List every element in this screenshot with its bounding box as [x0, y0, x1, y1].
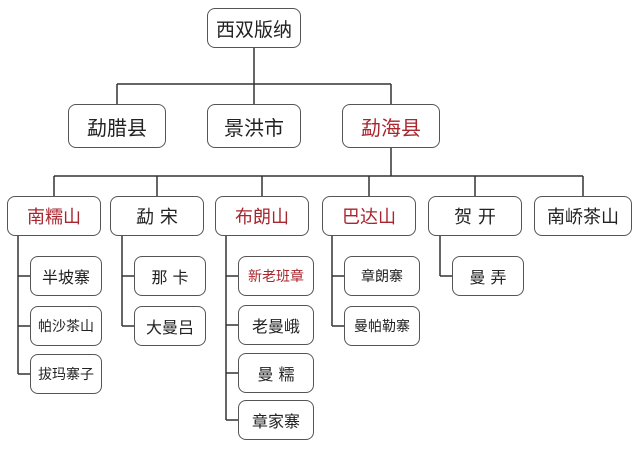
level3-node-manpalezhai: 曼帕勒寨 — [344, 306, 420, 346]
level2-node-nanqiaochashan: 南峤茶山 — [534, 196, 632, 236]
level3-node-mannuo: 曼 糯 — [238, 353, 314, 393]
level3-node-zhanglangzhai: 章朗寨 — [344, 256, 420, 296]
level3-node-damanlv: 大曼吕 — [134, 306, 206, 346]
level2-node-nannuoshan: 南糯山 — [7, 196, 101, 236]
level3-node-zhangjiazhai: 章家寨 — [238, 400, 314, 440]
level3-node-laomane: 老曼峨 — [238, 305, 314, 345]
level1-node-jinghong: 景洪市 — [207, 104, 301, 148]
level2-node-bulangshan: 布朗山 — [215, 196, 309, 236]
level2-node-mengsong: 勐 宋 — [110, 196, 204, 236]
level2-node-badashan: 巴达山 — [322, 196, 416, 236]
level3-node-bamazhaizi: 拔玛寨子 — [30, 354, 102, 394]
root-node: 西双版纳 — [207, 8, 301, 48]
level1-node-menghai: 勐海县 — [342, 104, 440, 148]
level3-node-xinlaobanzhang: 新老班章 — [238, 256, 314, 296]
level2-node-hekai: 贺 开 — [428, 196, 522, 236]
level3-node-banpozhai: 半坡寨 — [30, 256, 102, 296]
level3-node-naka: 那 卡 — [134, 256, 206, 296]
level1-node-mengla: 勐腊县 — [68, 104, 166, 148]
level3-node-mannong: 曼 弄 — [452, 256, 524, 296]
level3-node-pashachashan: 帕沙茶山 — [30, 306, 102, 346]
